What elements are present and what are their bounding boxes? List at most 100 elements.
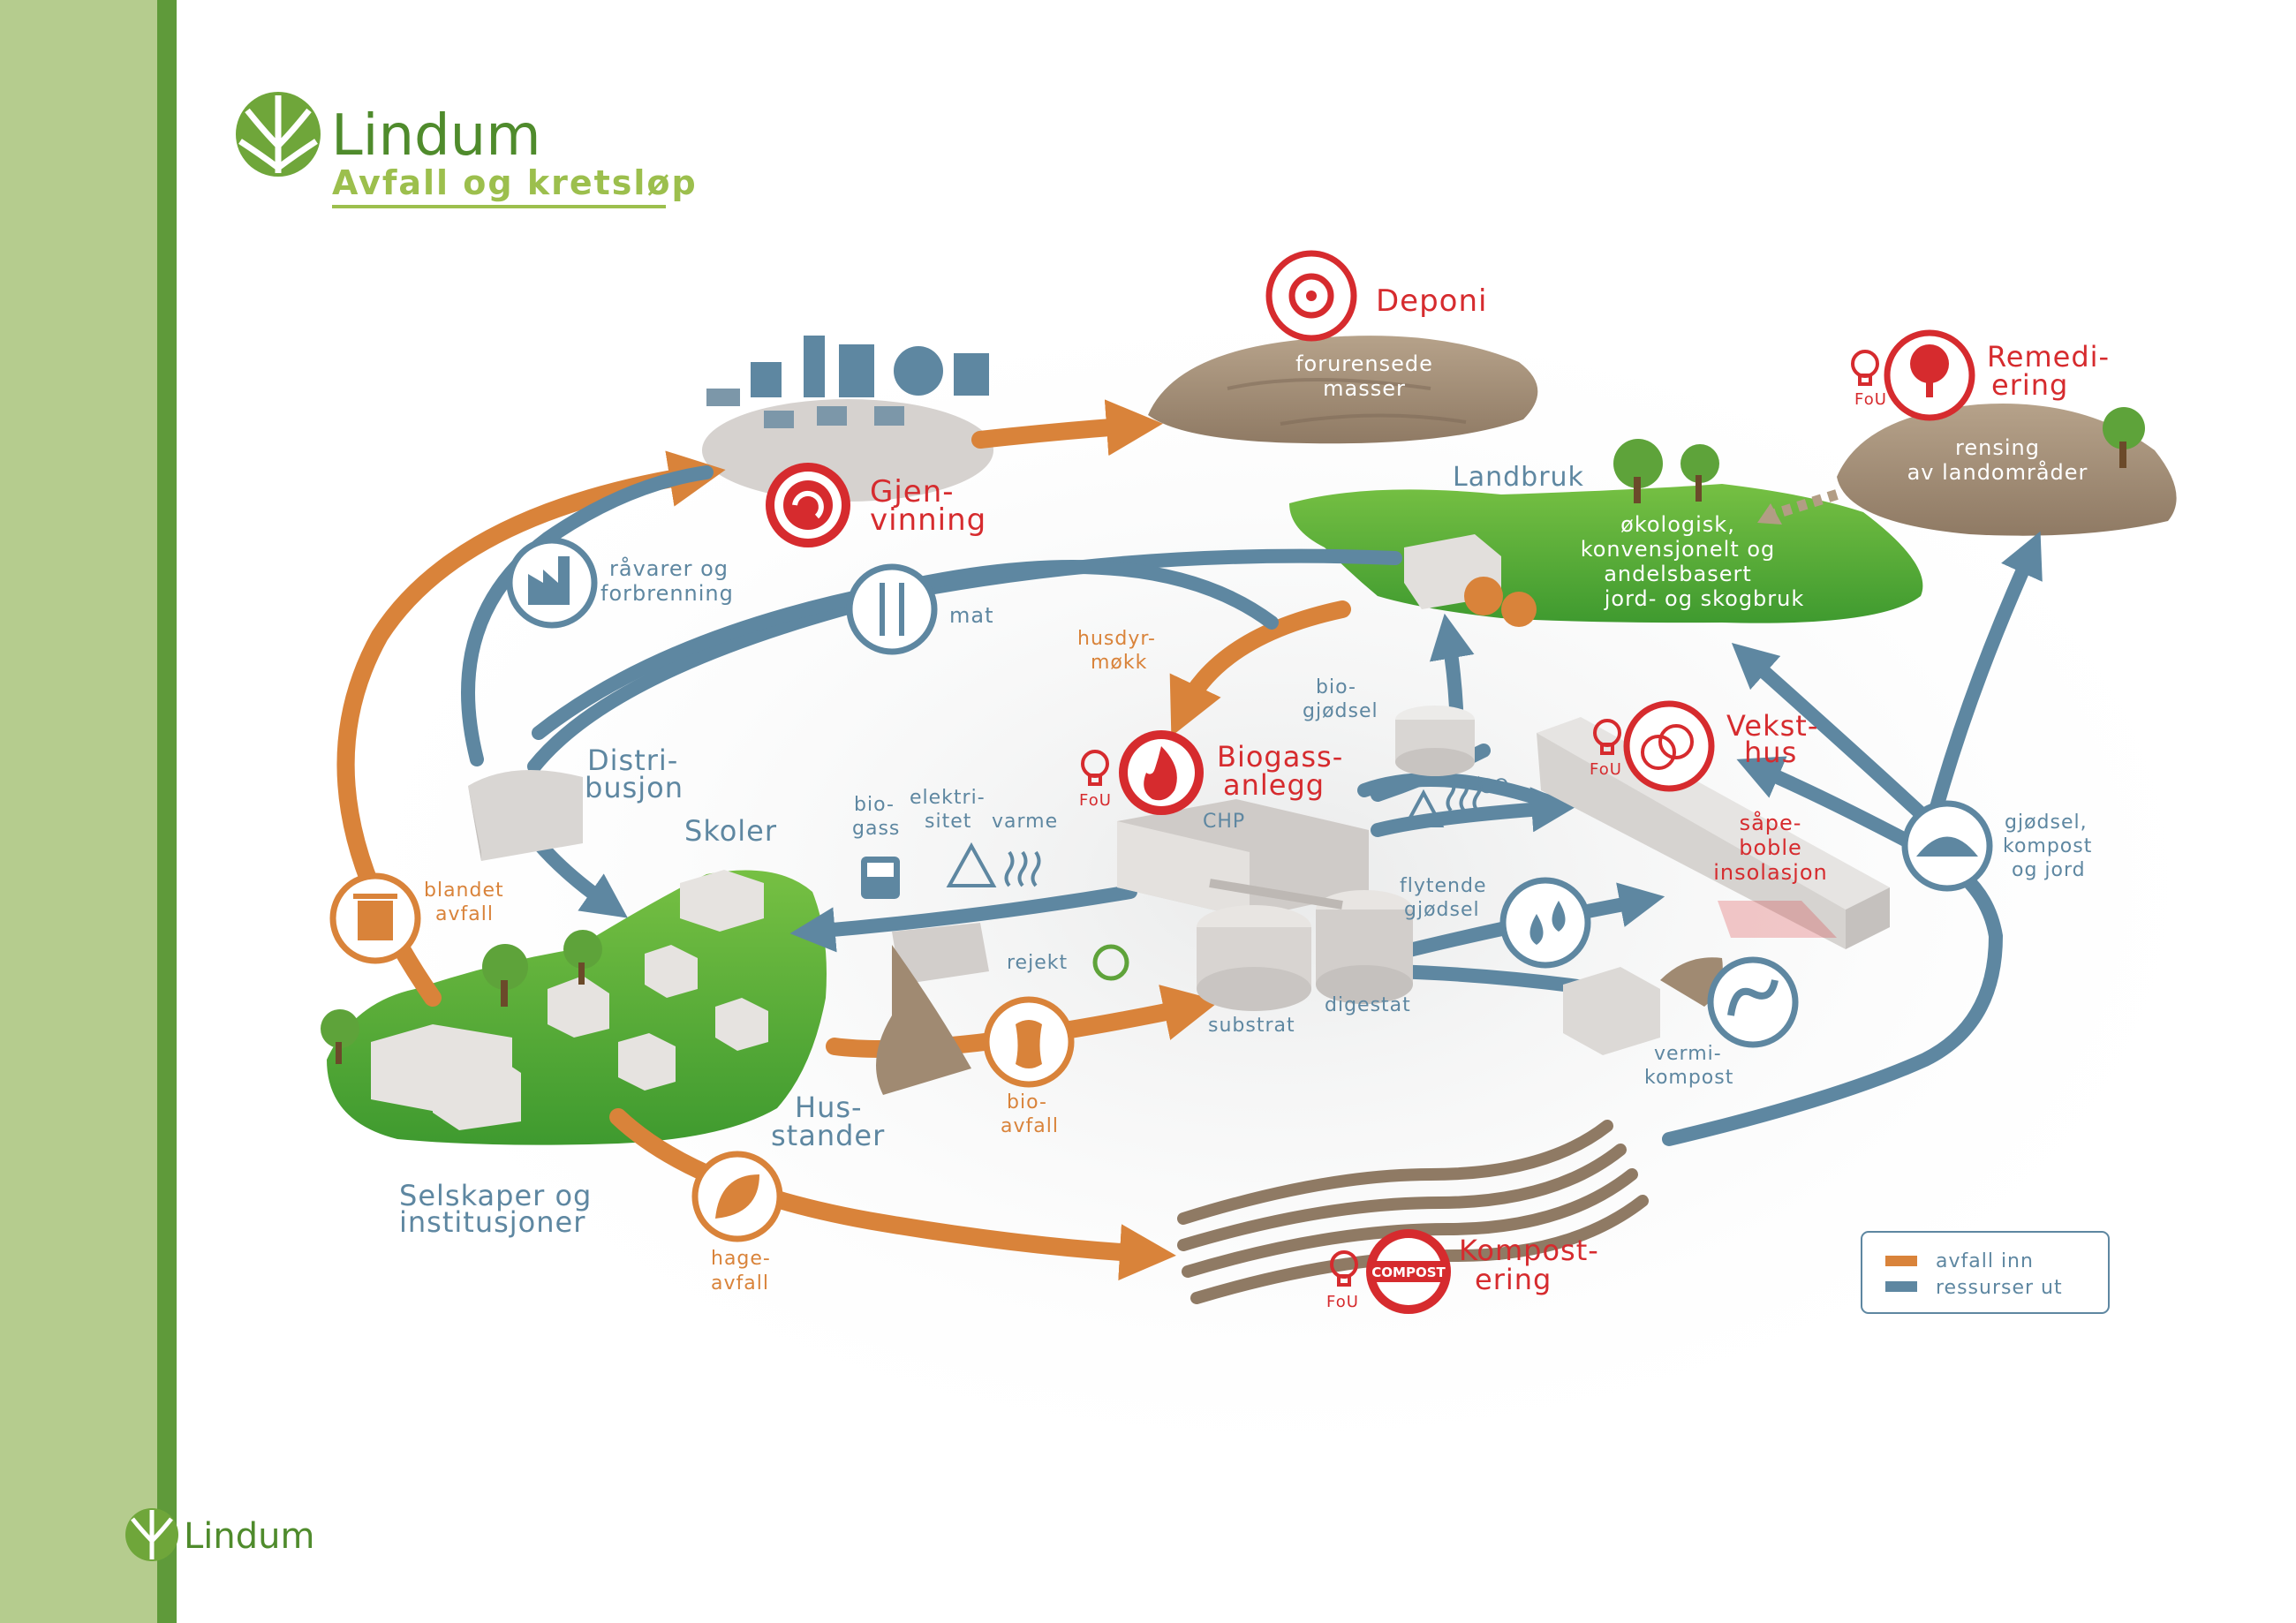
compost-windrows — [1177, 1120, 1649, 1304]
husstander-label-1: Hus- — [795, 1091, 863, 1124]
brand-name: Lindum — [331, 103, 541, 169]
husdyrmokk-label-1: husdyr- — [1077, 628, 1156, 650]
remediering-title-2: ering — [1991, 368, 2068, 402]
legend-swatch-blue — [1885, 1281, 1917, 1292]
skoler-label: Skoler — [684, 814, 777, 848]
rejekt-building — [876, 923, 989, 1095]
left-stripe — [0, 0, 157, 1623]
kompostering-title-1: Kompost- — [1459, 1234, 1599, 1267]
veksthus-desc-3: insolasjon — [1713, 860, 1828, 885]
waste-in-arrows — [336, 399, 1351, 1281]
vermi-building — [1563, 957, 1723, 1055]
remediering-fou: FoU — [1854, 390, 1887, 409]
biogass-title-2: anlegg — [1223, 768, 1325, 802]
bioavfall-label-1: bio- — [1007, 1091, 1047, 1113]
veksthus-desc-2: boble — [1739, 835, 1802, 860]
kompostering-fou: FoU — [1326, 1293, 1359, 1311]
biogass-title-1: Biogass- — [1217, 740, 1343, 774]
landbruk-title: Landbruk — [1453, 462, 1584, 493]
left-stripe-accent — [157, 0, 177, 1623]
varme-label: varme — [992, 811, 1058, 833]
factory-icon[interactable] — [506, 537, 598, 629]
bioavfall-label-2: avfall — [1001, 1115, 1059, 1137]
landbruk-desc-4: jord- og skogbruk — [1604, 586, 1805, 611]
recycling-products — [706, 336, 989, 428]
legend-swatch-orange — [1885, 1256, 1917, 1266]
leaf-icon[interactable] — [691, 1151, 783, 1242]
subtitle-underline — [332, 205, 666, 208]
cow-icon — [1464, 577, 1537, 627]
biogjodsel-tank — [1395, 706, 1475, 776]
ravarer-label-2: forbrenning — [600, 581, 734, 606]
gjodsel-kompost-label-2: kompost — [2003, 835, 2092, 857]
landbruk-desc-3: andelsbasert — [1604, 562, 1752, 586]
mat-label: mat — [949, 603, 994, 628]
blandet-label-1: blandet — [424, 879, 504, 902]
apple-icon[interactable] — [983, 996, 1075, 1088]
houses — [371, 870, 768, 1130]
gjenvinning-title-1: Gjen- — [870, 474, 955, 510]
footer-logo[interactable]: Lindum — [125, 1508, 314, 1561]
vermikompost-label-2: kompost — [1644, 1067, 1733, 1089]
trash-icon[interactable] — [329, 872, 421, 964]
lindum-logo[interactable]: Lindum Avfall og kretsløp — [236, 92, 698, 208]
legend: avfall inn ressurser ut — [1861, 1231, 2110, 1314]
cutlery-icon[interactable] — [846, 563, 938, 655]
heat-icon — [1004, 775, 1483, 887]
selskaper-label-2: institusjoner — [399, 1205, 585, 1239]
deponi-title: Deponi — [1376, 283, 1487, 319]
rejekt-label: rejekt — [1007, 952, 1068, 974]
distribusjon-label-2: busjon — [585, 771, 684, 804]
biohazard-icon[interactable] — [1265, 250, 1357, 342]
drop-icon[interactable] — [1499, 877, 1591, 969]
leaf-logo-small-icon — [125, 1508, 178, 1561]
flytende-label-1: flytende — [1400, 875, 1486, 897]
selskaper-label-1: Selskaper og — [399, 1179, 592, 1212]
leaf-logo-icon — [236, 92, 321, 177]
veksthus-title-1: Vekst- — [1726, 709, 1818, 743]
digestat-label: digestat — [1325, 994, 1411, 1016]
veksthus-fou: FoU — [1590, 760, 1622, 779]
flame-icon[interactable] — [1119, 730, 1204, 815]
mound-icon[interactable] — [1901, 800, 1993, 892]
bus-icon — [861, 857, 900, 899]
compost-badge-icon[interactable]: COMPOST — [1366, 1229, 1451, 1314]
recycle-small-icon — [1092, 944, 1129, 981]
biogjodsel-label-1: bio- — [1316, 676, 1356, 698]
tree-icon — [321, 407, 2145, 1064]
remediering-return-arrowhead — [1757, 503, 1782, 525]
blandet-label-2: avfall — [435, 903, 494, 925]
remediering-tree-icon[interactable] — [1884, 329, 1975, 421]
landbruk-desc-2: konvensjonelt og — [1581, 537, 1776, 562]
co2-label: CO₂ — [1479, 776, 1519, 798]
elektrisitet-label-2: sitet — [925, 811, 971, 833]
hageavfall-label-2: avfall — [711, 1272, 769, 1295]
husstander-label-2: stander — [771, 1119, 885, 1152]
veksthus-title-2: hus — [1744, 736, 1797, 769]
biogass-fou: FoU — [1079, 791, 1112, 810]
deponi-desc-1: forurensede — [1295, 351, 1433, 376]
gjodsel-kompost-label-3: og jord — [2012, 859, 2086, 881]
distribution-building — [468, 770, 583, 861]
hageavfall-label-1: hage- — [711, 1248, 771, 1270]
chp-label: CHP — [1203, 811, 1245, 833]
recycle-icon[interactable] — [766, 463, 850, 547]
biogass-flow-label-1: bio- — [854, 794, 895, 816]
distribusjon-label-1: Distri- — [587, 744, 678, 777]
remediering-mound — [1837, 404, 2177, 536]
ravarer-label-1: råvarer og — [609, 555, 729, 581]
biogas-plant — [1117, 799, 1413, 1011]
rings-icon[interactable] — [1623, 700, 1715, 792]
bulb-icon — [1081, 350, 1879, 1287]
brand-subtitle: Avfall og kretsløp — [332, 163, 698, 202]
footer-brand-name: Lindum — [184, 1516, 314, 1557]
biogjodsel-label-2: gjødsel — [1303, 700, 1378, 722]
flytende-label-2: gjødsel — [1404, 899, 1480, 921]
deponi-desc-2: masser — [1323, 376, 1406, 401]
landbruk-desc-1: økologisk, — [1620, 512, 1735, 537]
biogass-flow-label-2: gass — [852, 818, 900, 840]
gjodsel-kompost-label-1: gjødsel, — [2005, 812, 2088, 834]
worm-icon[interactable] — [1707, 956, 1799, 1048]
substrat-label: substrat — [1208, 1015, 1295, 1037]
